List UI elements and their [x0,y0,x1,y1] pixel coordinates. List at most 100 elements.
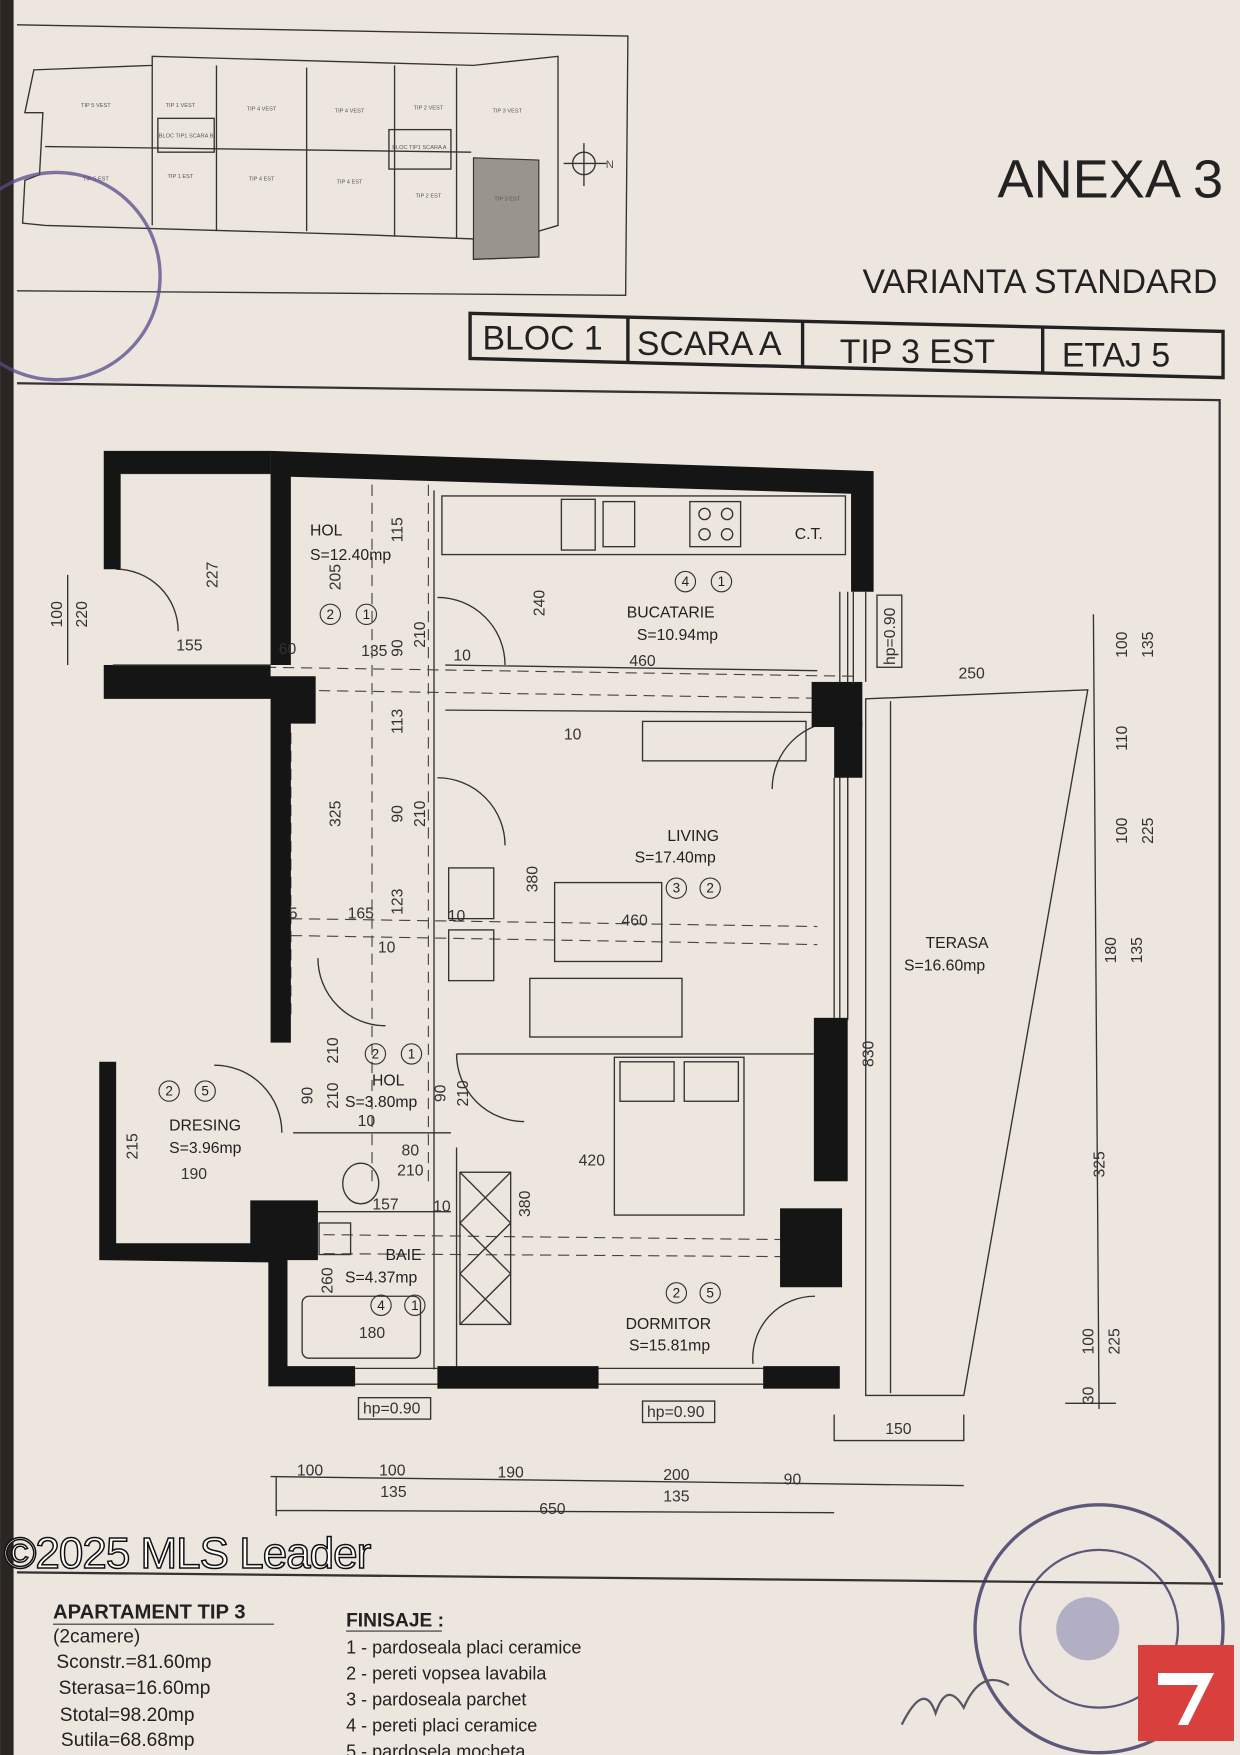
svg-text:10: 10 [378,939,396,956]
svg-text:S=12.40mp: S=12.40mp [310,547,391,564]
dimension-label: 180 [1103,937,1120,964]
svg-text:S=3.80mp: S=3.80mp [345,1094,418,1111]
dimension-label: 100 [1114,631,1131,658]
dimension-label: 225 [1106,1328,1123,1355]
svg-text:165: 165 [348,906,375,923]
svg-text:SCARA A: SCARA A [637,325,782,363]
variant-title: VARIANTA STANDARD [862,263,1217,301]
svg-text:TIP 3 EST: TIP 3 EST [840,333,995,371]
svg-text:S=3.96mp: S=3.96mp [169,1140,242,1157]
svg-text:250: 250 [959,666,986,683]
svg-text:S=17.40mp: S=17.40mp [635,849,716,866]
dimension-label: 90 [299,1087,316,1105]
dimension-label: 90 [432,1084,449,1102]
svg-text:Stotal=98.20mp: Stotal=98.20mp [60,1705,195,1726]
dimension-label: 380 [517,1190,534,1217]
svg-text:DRESING: DRESING [169,1118,241,1135]
svg-text:TIP 2 EST: TIP 2 EST [415,193,441,199]
svg-text:3: 3 [673,881,681,896]
svg-text:TIP 3 EST: TIP 3 EST [494,197,520,203]
svg-text:60: 60 [279,641,297,658]
svg-text:Sterasa=16.60mp: Sterasa=16.60mp [59,1678,211,1699]
title-block: BLOC 1 SCARA A TIP 3 EST ETAJ 5 [468,311,1225,380]
svg-text:BLOC TIP1 SCARA B: BLOC TIP1 SCARA B [159,134,214,140]
svg-text:10: 10 [358,1113,376,1130]
svg-text:S=16.60mp: S=16.60mp [904,957,985,974]
svg-text:TIP 4 VEST: TIP 4 VEST [247,106,277,112]
dimension-label: 227 [205,562,222,588]
svg-text:5: 5 [201,1084,209,1099]
svg-text:650: 650 [539,1501,566,1518]
svg-text:180: 180 [359,1325,386,1342]
dimension-label: 110 [1114,726,1131,751]
svg-text:BLOC TIP1 SCARA A: BLOC TIP1 SCARA A [392,145,447,151]
svg-text:3 - pardoseala parchet: 3 - pardoseala parchet [346,1689,526,1709]
notary-stamp-right [900,1503,1225,1755]
svg-text:hp=0.90: hp=0.90 [647,1404,705,1421]
svg-text:TIP 3 VEST: TIP 3 VEST [492,109,522,115]
svg-text:TIP 1 EST: TIP 1 EST [167,174,193,180]
svg-text:10: 10 [564,726,582,743]
notary-stamp-left [0,170,162,382]
svg-text:TIP 5 VEST: TIP 5 VEST [81,103,111,109]
svg-text:10: 10 [433,1199,451,1216]
svg-text:1: 1 [411,1298,419,1313]
svg-text:TIP 4 EST: TIP 4 EST [249,176,275,182]
dimension-label: 135 [1129,937,1146,964]
svg-text:2: 2 [327,607,335,622]
svg-text:TIP 4 VEST: TIP 4 VEST [335,109,365,115]
apartment-type-title: APARTAMENT TIP 3 [53,1602,246,1624]
dimension-label: 260 [320,1267,337,1294]
svg-text:TERASA: TERASA [925,935,989,952]
svg-text:420: 420 [579,1152,606,1169]
svg-text:TIP 4 EST: TIP 4 EST [337,180,363,186]
svg-text:1: 1 [363,607,371,622]
svg-text:hp=0.90: hp=0.90 [882,607,899,665]
svg-text:S=15.81mp: S=15.81mp [629,1337,710,1354]
window-sill-tag: hp=0.90 [357,1397,432,1420]
dimension-label: 220 [74,601,91,628]
svg-text:460: 460 [621,912,648,929]
dimension-label: 210 [325,1082,342,1109]
svg-text:2: 2 [165,1084,173,1099]
dimension-label: 100 [1114,817,1131,844]
dimension-label: 210 [412,621,429,648]
svg-text:ETAJ 5: ETAJ 5 [1062,336,1170,374]
svg-text:200: 200 [663,1467,690,1484]
dimension-label: 113 [389,709,406,734]
svg-text:100: 100 [297,1462,324,1479]
svg-text:157: 157 [372,1196,398,1213]
svg-text:(2camere): (2camere) [53,1626,140,1647]
dimension-label: 325 [327,800,344,827]
dimension-label: 215 [125,1133,142,1160]
svg-text:90: 90 [784,1471,802,1488]
dimension-label: 115 [389,517,406,542]
window-sill-tag: hp=0.90 [641,1400,716,1424]
room-dresing: DRESING S=3.96mp 2 5 [158,1080,242,1157]
svg-text:hp=0.90: hp=0.90 [363,1400,421,1417]
svg-text:2: 2 [673,1285,681,1300]
svg-text:N: N [606,159,614,171]
dimension-label: 210 [455,1080,472,1107]
svg-text:LIVING: LIVING [667,828,719,845]
key-plan: TIP 5 VEST TIP 1 VEST TIP 4 VEST TIP 4 V… [16,24,629,296]
svg-text:190: 190 [181,1166,208,1183]
svg-text:210: 210 [397,1163,424,1180]
svg-text:BLOC 1: BLOC 1 [482,319,602,357]
finishes-title: FINISAJE : [346,1611,444,1632]
dimension-label: 210 [325,1037,342,1064]
svg-text:1 - pardoseala placi ceramice: 1 - pardoseala placi ceramice [346,1638,581,1658]
svg-text:150: 150 [885,1421,912,1438]
svg-text:BAIE: BAIE [386,1247,422,1264]
svg-text:155: 155 [176,637,203,654]
svg-text:TIP 1 VEST: TIP 1 VEST [166,103,196,109]
svg-text:4: 4 [377,1298,385,1313]
svg-text:460: 460 [629,653,656,670]
dimension-label: 240 [531,590,548,617]
